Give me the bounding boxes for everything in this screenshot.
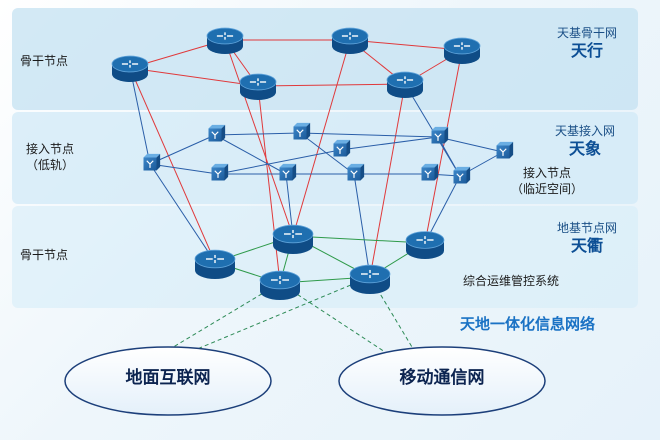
backbone-node-label-top: 骨干节点 [20, 54, 69, 68]
router-backbone-6 [386, 71, 424, 98]
router-backbone-3 [443, 37, 481, 65]
switch-leo-3 [431, 126, 449, 144]
switch-leo-6 [333, 139, 351, 157]
router-ground-3 [194, 249, 236, 279]
switch-near-space-3 [347, 163, 365, 181]
tianxing-label: 天行 [570, 41, 603, 60]
switch-near-space-4 [421, 163, 439, 181]
router-ground-5 [349, 264, 391, 295]
ground-node-net-label: 地基节点网 [556, 221, 617, 235]
near-space-access-label: 接入节点 （临近空间） [506, 165, 588, 197]
switch-near-space-2 [279, 163, 297, 181]
ops-management-system-label: 综合运维管控系统 [463, 274, 560, 288]
near-space-label-line2: （临近空间） [510, 182, 583, 196]
mobile-network-label: 移动通信网 [399, 368, 485, 388]
access-node-label-line2: （低轨） [25, 158, 74, 172]
switch-leo-5 [143, 153, 161, 171]
internet-cloud [64, 346, 272, 416]
access-node-label-line1: 接入节点 [25, 142, 74, 156]
space-backbone-net-label: 天基骨干网 [556, 26, 617, 40]
switch-nodes [143, 122, 514, 184]
switch-leo-1 [208, 124, 226, 142]
access-node-label-leo: 接入节点 （低轨） [20, 141, 80, 173]
router-backbone-1 [206, 27, 244, 54]
tianxiang-label: 天象 [568, 139, 601, 158]
switch-leo-4 [496, 141, 514, 159]
switch-leo-2 [293, 122, 311, 140]
router-ground-2 [405, 231, 445, 259]
router-backbone-4 [111, 55, 149, 82]
router-ground-4 [259, 270, 301, 300]
space-access-net-label: 天基接入网 [554, 124, 615, 138]
backbone-node-label-ground: 骨干节点 [20, 248, 69, 262]
integrated-network-title: 天地一体化信息网络 [460, 315, 596, 333]
internet-label: 地面互联网 [125, 368, 211, 388]
router-nodes [111, 27, 481, 300]
mobile-network-cloud [338, 346, 546, 416]
router-backbone-5 [239, 73, 277, 100]
ground-layer-band [12, 206, 638, 308]
router-backbone-2 [331, 27, 369, 54]
switch-near-space-1 [211, 163, 229, 181]
ground-node-links [214, 235, 426, 284]
near-space-label-line1: 接入节点 [522, 166, 571, 180]
router-ground-1 [272, 224, 314, 254]
tianqu-label: 天衢 [570, 236, 603, 255]
access-links [129, 67, 504, 278]
switch-near-space-5 [453, 166, 471, 184]
